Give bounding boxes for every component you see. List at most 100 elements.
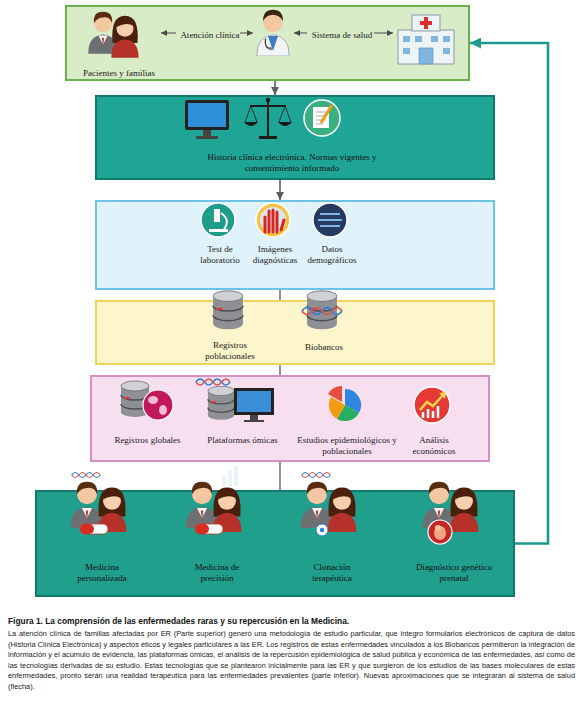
cell-nucleus (320, 528, 324, 532)
monitor-frame (185, 100, 229, 130)
pie-slice (337, 405, 359, 421)
hospital-window (403, 36, 410, 42)
stage-band: Atención clínica Sistema de saludPaciente… (65, 5, 470, 81)
capsule (80, 524, 108, 534)
demographics-icon (313, 203, 347, 237)
database-icon (208, 386, 234, 420)
scales-pole (267, 100, 269, 136)
dna-icon (302, 473, 331, 478)
scales-string (245, 106, 291, 122)
economics-icon (414, 387, 450, 423)
microscope-base (209, 229, 228, 232)
person-icon (98, 488, 127, 532)
person-icon (423, 482, 456, 528)
flow-connector (279, 462, 280, 490)
continent (148, 396, 158, 404)
dna-icon (196, 379, 230, 385)
stage-label: Atención clínica (170, 30, 250, 41)
pie-slice (328, 386, 342, 402)
imaging-film (260, 207, 286, 233)
person-icon (301, 482, 334, 528)
hospital-window (443, 48, 450, 54)
hospital-door (419, 48, 433, 64)
system-arrow (294, 33, 307, 34)
scales-beam (250, 105, 286, 107)
capsule-half (80, 524, 94, 534)
trend-arrow (420, 395, 443, 410)
microscope-tube (214, 209, 220, 222)
hospital-building (398, 30, 454, 64)
person-icon (450, 488, 479, 532)
fetus (434, 526, 446, 540)
hospital-tower (412, 15, 440, 31)
hospital-window (415, 36, 422, 42)
care-arrow (161, 33, 176, 34)
pie-slice (345, 389, 361, 413)
stage-band: Historia clínica electrónica. Normas vig… (95, 95, 495, 180)
chart-bar (228, 471, 232, 486)
person-icon (213, 488, 242, 532)
trend-arrow-head (439, 392, 446, 399)
system-arrow (374, 33, 393, 34)
stage-label: Test de laboratorio (191, 244, 249, 266)
hospital-window (403, 48, 410, 54)
person-icon (328, 488, 357, 532)
flow-connector (279, 290, 280, 300)
biobank-icon (307, 291, 337, 329)
figure-title: Figura 1. La comprensión de las enfermed… (8, 616, 575, 626)
stage-label: Historia clínica electrónica. Normas vig… (182, 152, 402, 174)
hospital-window (443, 36, 450, 42)
flow-connector (274, 81, 276, 95)
stage-band: Test de laboratorioImágenes diagnósticas… (95, 200, 495, 290)
hospital-cross (420, 21, 432, 25)
scales-base (259, 136, 277, 139)
notepad-paper (313, 107, 329, 128)
stage-label: Biobancos (289, 342, 359, 353)
globe-icon (143, 390, 173, 420)
microscope-arm (221, 213, 227, 229)
hospital-cross (424, 17, 428, 29)
stage-label: Medicina de precisión (187, 562, 247, 584)
xray-hand (265, 210, 284, 232)
scales-pan (244, 122, 258, 126)
flow-connector (279, 180, 281, 200)
stage-band: Registros poblacionales Biobancos (95, 300, 495, 365)
scales-pan (278, 122, 292, 126)
lab-icon (201, 203, 235, 237)
pie-slice (329, 397, 345, 419)
stage-label: Datos demográficos (303, 244, 361, 266)
person-icon (71, 482, 104, 528)
dna-icon (72, 473, 101, 478)
notepad-circle (304, 100, 340, 136)
chart-bar (222, 476, 226, 486)
stage-label: Registros globales (100, 435, 195, 446)
care-arrow (240, 33, 253, 34)
stage-label: Sistema de salud (302, 30, 382, 41)
monitor-stand (250, 415, 258, 420)
imaging-icon (256, 203, 290, 237)
scales-knob (266, 98, 270, 102)
monitor-stand (203, 130, 211, 136)
pencil (321, 105, 332, 123)
stage-label: Análisis económicos (404, 435, 464, 457)
hospital-window (431, 36, 438, 42)
dna-icon (302, 308, 342, 315)
notepad-lines (316, 112, 326, 124)
chart-bar (234, 466, 238, 486)
capsule-half (195, 524, 209, 534)
capsule (195, 524, 223, 534)
stage-label: Pacientes y familias (74, 68, 164, 79)
stage-label: Registros poblacionales (195, 340, 265, 362)
patient-icon (88, 12, 117, 54)
stage-label: Estudios epidemiológicos y poblacionales (292, 435, 402, 457)
flow-connector (279, 365, 280, 375)
stage-label: Medicina personalizada (64, 562, 140, 584)
doctor-icon (257, 10, 290, 56)
monitor-base (196, 136, 218, 139)
stage-label: Plataformas ómicas (195, 435, 290, 446)
economics-bars (423, 406, 438, 418)
monitor-screen (188, 103, 226, 127)
continent (159, 405, 167, 415)
cell-icon (316, 524, 328, 536)
monitor-frame (234, 388, 274, 415)
